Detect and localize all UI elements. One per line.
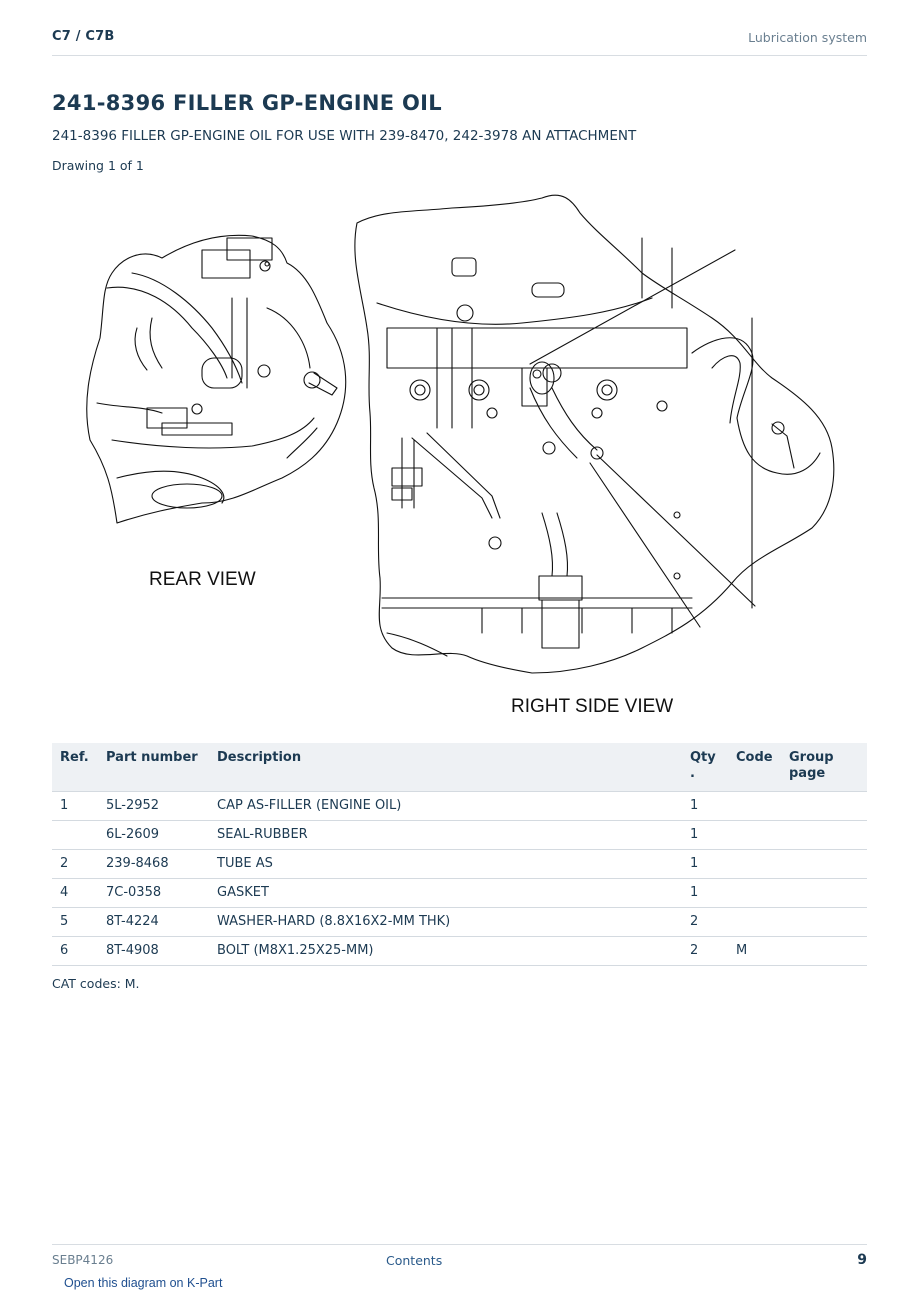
qty-cell: 1 — [682, 820, 728, 850]
part-number-cell: 5L-2952 — [98, 791, 209, 821]
header-divider — [52, 55, 867, 56]
table-row: 5 8T-4224 WASHER-HARD (8.8X16X2-MM THK) … — [52, 907, 867, 937]
part-number-cell: 239-8468 — [98, 849, 209, 879]
part-number-cell: 8T-4908 — [98, 936, 209, 966]
group-page-header-text: Group page — [789, 750, 834, 781]
table-header-row: Ref. Part number Description Qty . Code … — [52, 743, 867, 792]
ref-cell: 4 — [52, 878, 98, 908]
part-number-cell: 6L-2609 — [98, 820, 209, 850]
ref-cell: 2 — [52, 849, 98, 879]
group-page-column-header: Group page — [781, 743, 867, 792]
qty-cell: 2 — [682, 907, 728, 937]
right-side-view-drawing — [354, 194, 835, 674]
page-subtitle: 241-8396 FILLER GP-ENGINE OIL FOR USE WI… — [52, 128, 637, 144]
group-page-cell — [781, 936, 867, 966]
description-cell: GASKET — [209, 878, 682, 908]
table-row: 1 5L-2952 CAP AS-FILLER (ENGINE OIL) 1 — [52, 791, 867, 821]
section-name: Lubrication system — [748, 30, 867, 45]
cat-codes-note: CAT codes: M. — [52, 976, 140, 991]
table-row: 6 8T-4908 BOLT (M8X1.25X25-MM) 2 M — [52, 936, 867, 966]
table-row: 2 239-8468 TUBE AS 1 — [52, 849, 867, 879]
ref-cell: 5 — [52, 907, 98, 937]
open-k-part-link[interactable]: Open this diagram on K-Part — [64, 1276, 223, 1290]
part-number-cell: 8T-4224 — [98, 907, 209, 937]
description-column-header: Description — [209, 743, 682, 792]
table-row: 6L-2609 SEAL-RUBBER 1 — [52, 820, 867, 850]
description-cell: WASHER-HARD (8.8X16X2-MM THK) — [209, 907, 682, 937]
description-cell: BOLT (M8X1.25X25-MM) — [209, 936, 682, 966]
contents-link[interactable]: Contents — [386, 1253, 443, 1268]
qty-cell: 1 — [682, 791, 728, 821]
right-side-view-label: RIGHT SIDE VIEW — [511, 696, 674, 717]
group-page-cell — [781, 878, 867, 908]
code-cell — [728, 907, 781, 937]
ref-cell: 6 — [52, 936, 98, 966]
parts-diagram: REAR VIEW RIGHT SIDE VIEW — [52, 178, 867, 738]
rear-view-label: REAR VIEW — [149, 569, 256, 590]
parts-table: Ref. Part number Description Qty . Code … — [52, 743, 867, 966]
description-cell: TUBE AS — [209, 849, 682, 879]
group-page-cell — [781, 791, 867, 821]
qty-header-text: Qty . — [690, 750, 716, 781]
group-page-cell — [781, 820, 867, 850]
code-cell — [728, 878, 781, 908]
part-number-column-header: Part number — [98, 743, 209, 792]
code-cell: M — [728, 936, 781, 966]
qty-column-header: Qty . — [682, 743, 728, 792]
qty-cell: 1 — [682, 878, 728, 908]
code-cell — [728, 820, 781, 850]
description-cell: SEAL-RUBBER — [209, 820, 682, 850]
drawing-count: Drawing 1 of 1 — [52, 158, 144, 173]
rear-view-drawing — [86, 234, 347, 524]
code-cell — [728, 849, 781, 879]
code-cell — [728, 791, 781, 821]
ref-cell: 1 — [52, 791, 98, 821]
document-model: C7 / C7B — [52, 29, 115, 44]
ref-cell — [52, 820, 98, 850]
footer-divider — [52, 1244, 867, 1245]
page-number: 9 — [857, 1252, 867, 1268]
part-number-cell: 7C-0358 — [98, 878, 209, 908]
ref-column-header: Ref. — [52, 743, 98, 792]
code-column-header: Code — [728, 743, 781, 792]
description-cell: CAP AS-FILLER (ENGINE OIL) — [209, 791, 682, 821]
table-row: 4 7C-0358 GASKET 1 — [52, 878, 867, 908]
document-id: SEBP4126 — [52, 1253, 114, 1267]
qty-cell: 1 — [682, 849, 728, 879]
engine-line-drawing — [86, 194, 835, 674]
qty-cell: 2 — [682, 936, 728, 966]
group-page-cell — [781, 907, 867, 937]
page-title: 241-8396 FILLER GP-ENGINE OIL — [52, 91, 442, 115]
group-page-cell — [781, 849, 867, 879]
